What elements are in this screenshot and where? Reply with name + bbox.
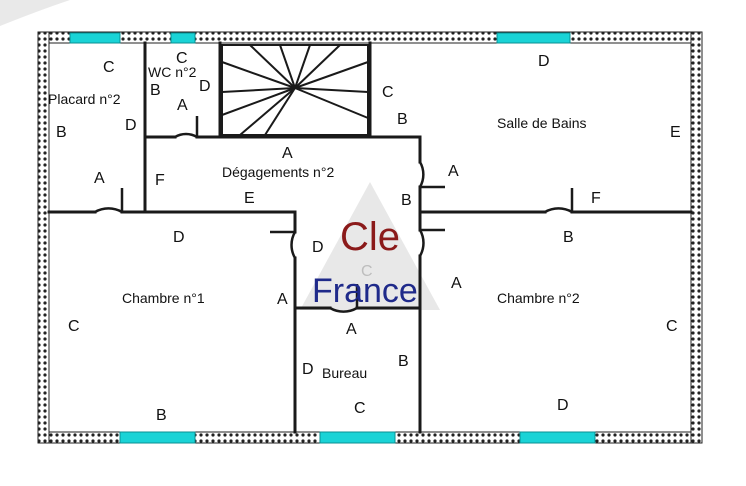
watermark-france: France <box>312 272 418 310</box>
corner-swoosh <box>0 0 70 26</box>
wall-label: F <box>155 172 165 189</box>
room-bureau: Bureau <box>322 365 367 381</box>
wall-label: E <box>244 190 255 207</box>
wall-label: D <box>312 239 324 256</box>
staircase <box>221 44 369 136</box>
wall-label: D <box>125 117 137 134</box>
watermark-logo: Cle France <box>312 215 418 310</box>
wall-label: A <box>277 291 288 308</box>
wall-label: B <box>156 407 167 424</box>
room-chambre2: Chambre n°2 <box>497 290 580 306</box>
door-chambre1 <box>290 231 297 259</box>
wall-label: A <box>94 170 105 187</box>
watermark-cle: Cle <box>340 215 400 259</box>
room-wc: WC n°2 <box>148 64 197 80</box>
wall-label: A <box>448 163 459 180</box>
wall-label: C <box>354 400 366 417</box>
wall-label: B <box>56 124 67 141</box>
windows <box>69 32 596 444</box>
room-labels: Placard n°2 WC n°2 Salle de Bains Dégage… <box>48 64 587 381</box>
room-chambre1: Chambre n°1 <box>122 290 205 306</box>
window-sdb <box>496 32 571 44</box>
wall-label: B <box>150 82 161 99</box>
room-salle-de-bains: Salle de Bains <box>497 115 587 131</box>
window-chambre1 <box>119 431 196 444</box>
wall-label: E <box>670 124 681 141</box>
wall-label: D <box>557 397 569 414</box>
room-degagements: Dégagements n°2 <box>222 164 334 180</box>
wall-label: C <box>666 318 678 335</box>
interior-walls <box>47 41 693 434</box>
door-placard <box>94 207 123 214</box>
door-swings <box>94 116 574 313</box>
door-sdb <box>418 161 425 188</box>
wall-label: C <box>361 263 373 280</box>
watermark-triangle <box>300 182 440 310</box>
wall-label: B <box>401 192 412 209</box>
wall-label: F <box>591 190 601 207</box>
wall-label: A <box>451 275 462 292</box>
door-chambre2 <box>418 229 425 257</box>
door-bureau <box>329 306 358 313</box>
wall-label: D <box>173 229 185 246</box>
wall-label: C <box>68 318 80 335</box>
wall-label: D <box>199 78 211 95</box>
door-wc <box>174 132 198 139</box>
wall-label: B <box>398 353 409 370</box>
wall-label: C <box>103 59 115 76</box>
wall-labels: C B D A C B D A C D B E A F A F E B D D … <box>56 50 681 424</box>
door-sdb-chambre2 <box>544 207 573 214</box>
room-placard: Placard n°2 <box>48 91 121 107</box>
window-chambre2 <box>519 431 596 444</box>
window-bureau <box>319 431 396 444</box>
wall-label: B <box>563 229 574 246</box>
window-wc <box>170 32 196 44</box>
wall-label: C <box>176 50 188 67</box>
wall-label: B <box>397 111 408 128</box>
window-placard <box>69 32 121 44</box>
wall-label: A <box>282 145 293 162</box>
wall-label: C <box>382 84 394 101</box>
wall-label: D <box>302 361 314 378</box>
wall-label: A <box>177 97 188 114</box>
wall-label: D <box>538 53 550 70</box>
wall-label: A <box>346 321 357 338</box>
